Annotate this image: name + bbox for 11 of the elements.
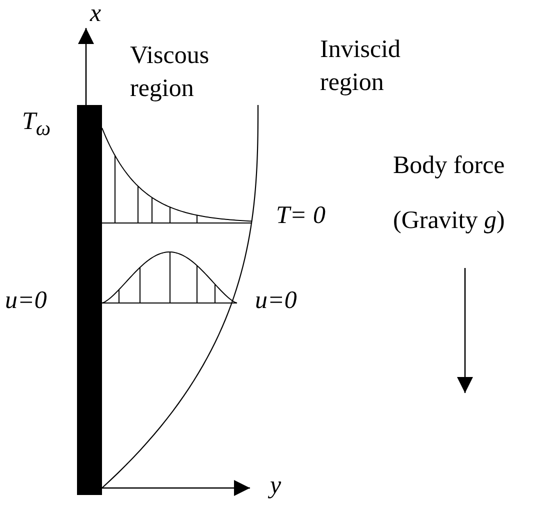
force-label: Body force: [393, 151, 505, 181]
wall-temperature-label: T$_{ω}$: [22, 107, 51, 142]
region-label: Viscous region: [130, 41, 210, 104]
boundary-condition-label: u=0: [5, 286, 47, 316]
wall-plate: [77, 105, 102, 495]
axis-label: y: [270, 471, 282, 501]
force-label: (Gravity g): [393, 206, 505, 236]
region-label: Inviscid region: [320, 35, 402, 98]
boundary-condition-label: T= 0: [276, 201, 326, 231]
axis-label: x: [90, 0, 102, 29]
boundary-condition-label: u=0: [255, 286, 297, 316]
